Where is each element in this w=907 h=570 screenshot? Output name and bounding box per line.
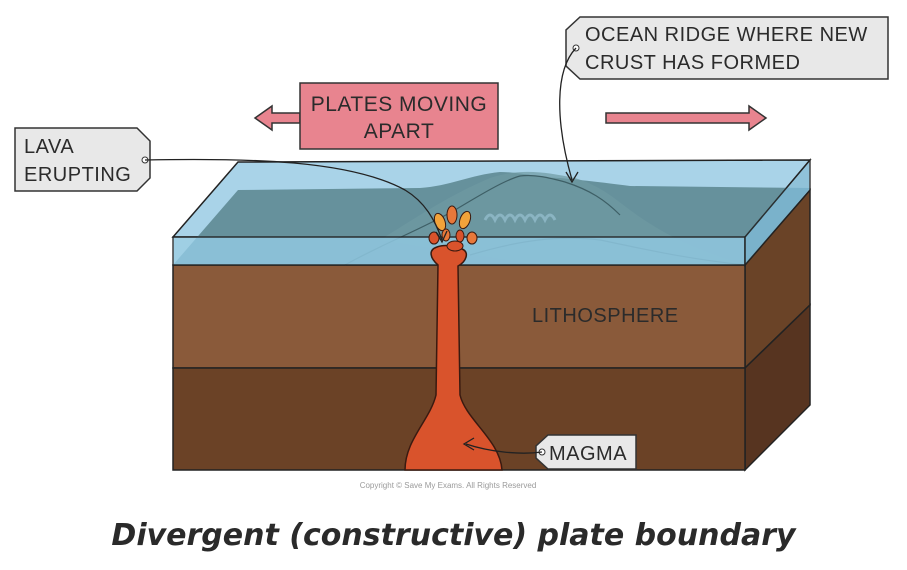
arrow-left-icon: [253, 104, 301, 132]
lava-tag: [14, 127, 151, 192]
plates-moving-label-line1: PLATES MOVING: [311, 93, 487, 116]
lava-label-line2: ERUPTING: [24, 164, 131, 186]
diagram-caption: Divergent (constructive) plate boundary: [111, 518, 796, 553]
plates-moving-label-box: [299, 82, 499, 150]
ocean-side-face: [744, 157, 811, 268]
magma-tag: [535, 434, 637, 470]
lithosphere-label: LITHOSPHERE: [532, 305, 679, 327]
plates-moving-label-line2: APART: [364, 120, 435, 143]
lava-label-line1: LAVA: [24, 136, 74, 158]
magma-leader-line: [465, 443, 543, 454]
ridge-squiggle: [483, 213, 557, 224]
copyright-notice: Copyright © Save My Exams. All Rights Re…: [360, 481, 537, 490]
ocean-ridge-label-line1: OCEAN RIDGE WHERE NEW: [585, 24, 868, 46]
ocean-ridge-leader-line: [559, 47, 577, 181]
magma-label: MAGMA: [549, 443, 627, 465]
ridge-outline: [344, 174, 621, 266]
ocean-ridge-label-line2: CRUST HAS FORMED: [585, 52, 800, 74]
lava-leader-line: [144, 158, 443, 241]
arrow-right-icon: [605, 104, 768, 132]
ocean-ridge-tag: [565, 16, 889, 80]
